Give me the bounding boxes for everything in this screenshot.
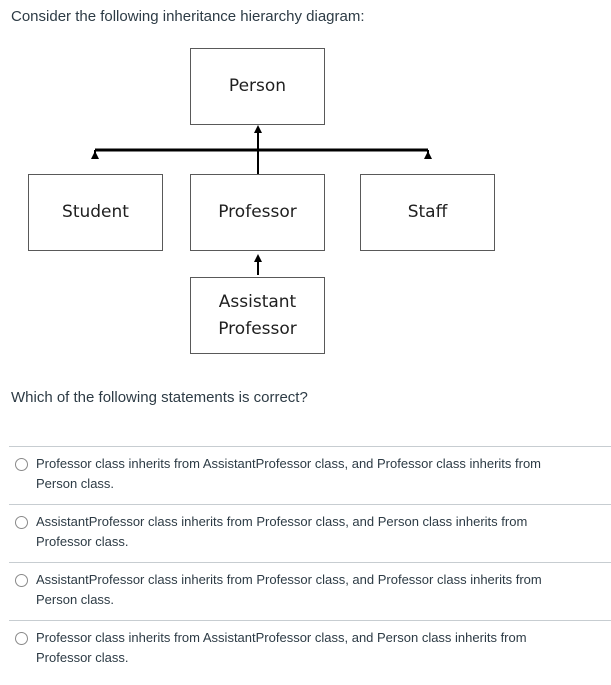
intro-text: Consider the following inheritance hiera… <box>11 8 365 25</box>
class-label-staff: Staff <box>407 202 448 222</box>
class-label-assistant-line2: Professor <box>218 318 297 339</box>
answer-option[interactable]: AssistantProfessor class inherits from P… <box>9 562 611 620</box>
class-label-assistant-line1: Assistant <box>218 291 297 312</box>
question-text: Which of the following statements is cor… <box>11 389 308 406</box>
class-box-professor: Professor <box>190 174 325 251</box>
class-box-person: Person <box>190 48 325 125</box>
diagram-connectors <box>91 125 432 275</box>
answer-list: Professor class inherits from AssistantP… <box>9 446 611 678</box>
arrowhead-student <box>91 151 99 159</box>
inheritance-diagram: Person Student Professor Staff Assistant… <box>28 48 495 354</box>
arrowhead-person <box>254 125 262 133</box>
arrowhead-staff <box>424 151 432 159</box>
class-label-person: Person <box>228 76 287 96</box>
arrowhead-professor <box>254 254 262 262</box>
class-box-student: Student <box>28 174 163 251</box>
answer-text[interactable]: AssistantProfessor class inherits from P… <box>36 514 528 549</box>
class-box-assistant-professor: Assistant Professor <box>190 277 325 354</box>
answer-option[interactable]: Professor class inherits from AssistantP… <box>9 446 611 504</box>
class-label-professor: Professor <box>218 202 297 222</box>
answer-option[interactable]: Professor class inherits from AssistantP… <box>9 620 611 678</box>
radio-button[interactable] <box>15 632 28 645</box>
answer-text[interactable]: Professor class inherits from AssistantP… <box>36 630 527 665</box>
answer-text[interactable]: AssistantProfessor class inherits from P… <box>36 572 542 607</box>
answer-option[interactable]: AssistantProfessor class inherits from P… <box>9 504 611 562</box>
answer-text[interactable]: Professor class inherits from AssistantP… <box>36 456 542 491</box>
class-label-student: Student <box>62 202 129 222</box>
radio-button[interactable] <box>15 458 28 471</box>
radio-button[interactable] <box>15 516 28 529</box>
class-box-staff: Staff <box>360 174 495 251</box>
radio-button[interactable] <box>15 574 28 587</box>
